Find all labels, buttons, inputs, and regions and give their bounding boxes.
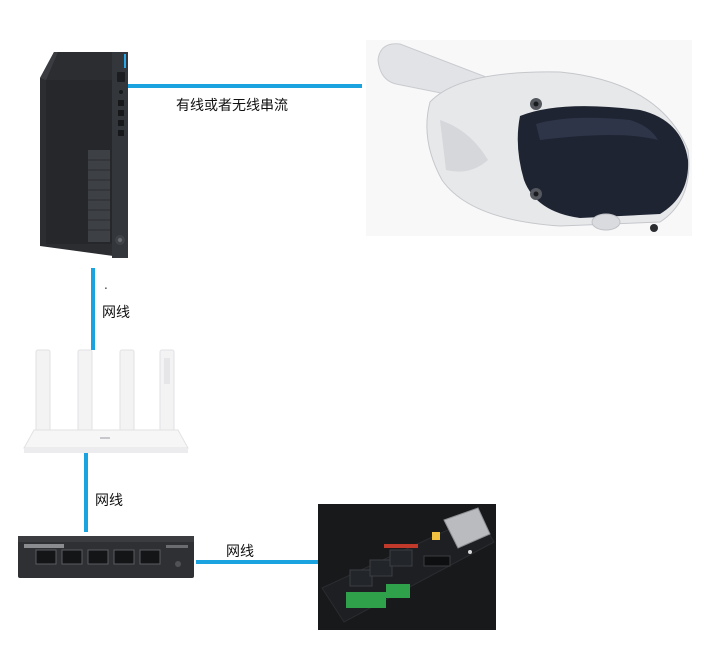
cable-label-pc-router: 网线: [102, 305, 130, 321]
vr-headset-icon: [366, 40, 692, 236]
ethernet-switch-icon: [18, 536, 194, 578]
stray-dot: .: [104, 278, 108, 292]
relay-board-icon: [318, 504, 496, 630]
wifi-router-icon: [23, 349, 189, 453]
stream-label: 有线或者无线串流: [176, 98, 288, 114]
connections: [84, 84, 362, 564]
cable-label-switch-board: 网线: [226, 544, 254, 560]
cable-label-router-switch: 网线: [95, 493, 123, 509]
pc-tower-icon: [40, 52, 128, 258]
